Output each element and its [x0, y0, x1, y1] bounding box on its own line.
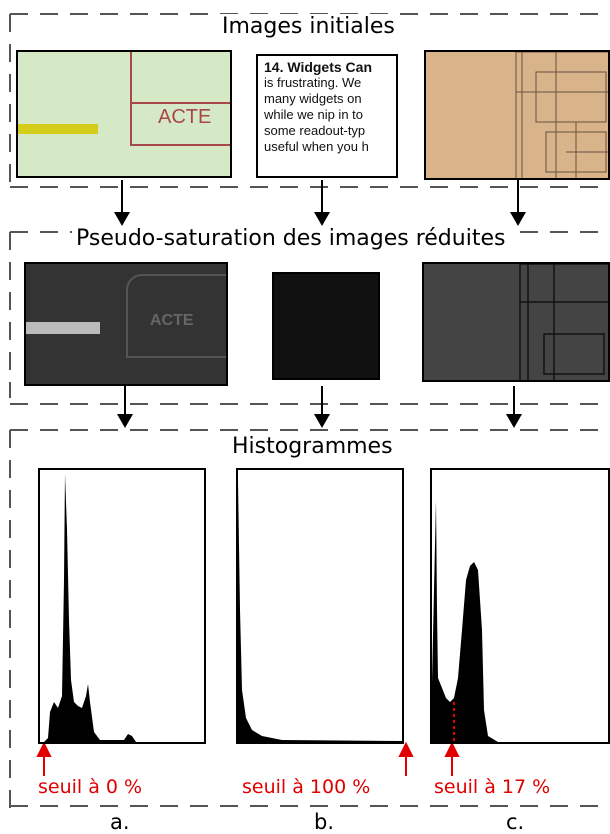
histogram-c-fill	[432, 500, 498, 742]
threshold-label-c: seuil à 17 %	[434, 776, 551, 798]
section-title-initial: Images initiales	[218, 14, 399, 40]
saturated-image-c	[422, 262, 610, 382]
document-text: 14. Widgets Can is frustrating. We many …	[264, 59, 373, 154]
arrow-down-icon	[314, 414, 330, 428]
saturated-image-a: ACTE	[24, 262, 228, 386]
saturated-image-b	[272, 272, 380, 380]
threshold-label-a: seuil à 0 %	[38, 776, 143, 798]
histogram-b	[236, 468, 404, 744]
histogram-c	[430, 468, 610, 744]
arrow-down-icon	[506, 414, 522, 428]
histogram-b-fill	[238, 480, 402, 742]
plan-drawing	[515, 52, 608, 178]
arrow-down-icon	[114, 212, 130, 226]
threshold-arrow-icon	[444, 741, 460, 757]
threshold-label-b: seuil à 100 %	[242, 776, 371, 798]
section-title-saturation: Pseudo-saturation des images réduites	[72, 226, 510, 252]
label-a: a.	[110, 810, 130, 834]
threshold-arrow-icon	[36, 741, 52, 757]
arrow-down-icon	[117, 414, 133, 428]
arrow-down-icon	[314, 212, 330, 226]
stamp-label: ACTE	[158, 106, 212, 128]
arrow-down-icon	[510, 212, 526, 226]
label-c: c.	[506, 810, 525, 834]
histogram-a	[38, 468, 206, 744]
threshold-arrow-icon	[398, 741, 414, 757]
label-b: b.	[314, 810, 335, 834]
stamp-label: ACTE	[150, 312, 194, 329]
histogram-a-fill	[44, 474, 136, 742]
initial-image-a: ACTE	[16, 50, 232, 178]
light-bar	[26, 322, 100, 334]
section-title-histograms: Histogrammes	[228, 434, 397, 460]
initial-image-b: 14. Widgets Can is frustrating. We many …	[256, 54, 398, 178]
yellow-bar	[18, 124, 98, 134]
initial-image-c	[424, 50, 610, 180]
stamp-frame	[130, 52, 230, 146]
